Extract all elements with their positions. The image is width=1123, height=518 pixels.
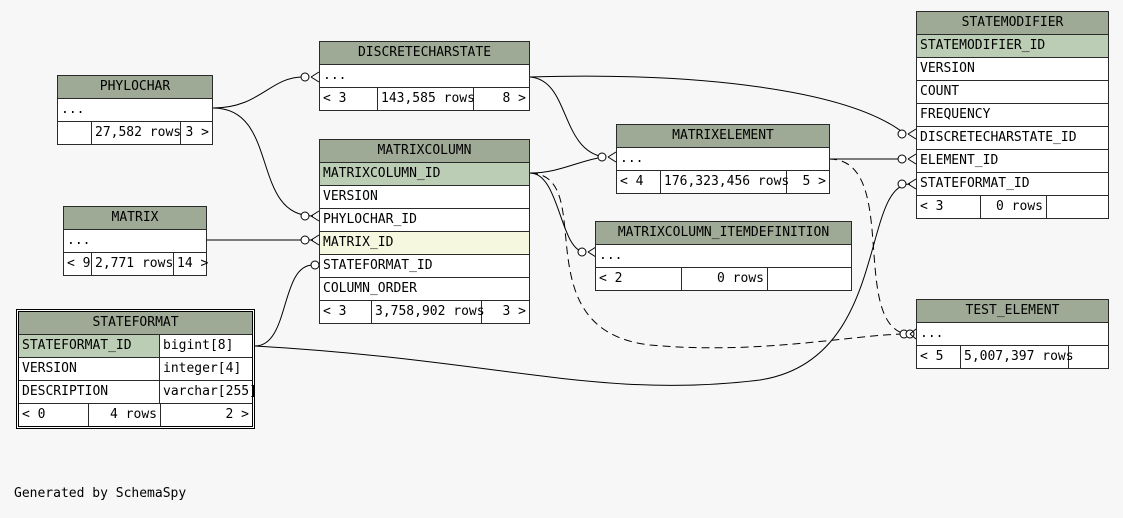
column-type: bigint[8] [159, 335, 396, 357]
generated-by-label: Generated by SchemaSpy [14, 486, 187, 501]
column-row: COLUMN_ORDER [320, 278, 529, 301]
row-count: 2,771 rows [92, 253, 174, 275]
table-title[interactable]: DISCRETECHARSTATE [320, 42, 529, 65]
column-row: MATRIX_ID [320, 232, 529, 255]
row-count: 4 rows [89, 404, 161, 426]
column-row: DISCRETECHARSTATE_ID [917, 127, 1108, 150]
column-row: VERSION [320, 186, 529, 209]
table-footer: < 3 143,585 rows 8 > [320, 88, 529, 110]
table-matrixcolumn-itemdefinition[interactable]: MATRIXCOLUMN_ITEMDEFINITION ... < 2 0 ro… [595, 221, 852, 291]
table-matrixcolumn[interactable]: MATRIXCOLUMN MATRIXCOLUMN_ID VERSION PHY… [319, 139, 530, 324]
row-count: 176,323,456 rows [661, 171, 789, 193]
column-row: VERSION integer[4] [19, 358, 252, 381]
parents-count: < 3 [320, 301, 372, 323]
column-name: VERSION [22, 361, 77, 376]
parents-count: < 9 [64, 253, 92, 275]
table-title[interactable]: MATRIXCOLUMN [320, 140, 529, 163]
column-type: varchar[255] [159, 381, 396, 403]
parents-count: < 2 [596, 268, 682, 290]
row-count: 5,007,397 rows [961, 346, 1074, 368]
children-count: 5 > [802, 174, 826, 189]
children-count: 8 > [502, 91, 526, 106]
children-count: 2 > [225, 407, 249, 422]
row-count: 0 rows [981, 196, 1047, 218]
table-title[interactable]: STATEMODIFIER [917, 12, 1108, 35]
table-discretecharstate[interactable]: DISCRETECHARSTATE ... < 3 143,585 rows 8… [319, 41, 530, 111]
column-row: ... [917, 323, 1108, 346]
table-title[interactable]: TEST_ELEMENT [917, 300, 1108, 323]
column-row: PHYLOCHAR_ID [320, 209, 529, 232]
table-footer: < 9 2,771 rows 14 > [64, 253, 208, 275]
column-name: DESCRIPTION [22, 384, 109, 399]
table-footer: < 2 0 rows [596, 268, 851, 290]
children-count: 3 > [502, 304, 526, 319]
column-row: COUNT [917, 81, 1108, 104]
column-row: ... [320, 65, 529, 88]
column-row: STATEFORMAT_ID [320, 255, 529, 278]
column-row: ... [617, 148, 829, 171]
column-row: VERSION [917, 58, 1108, 81]
parents-count [58, 122, 92, 144]
column-name: STATEFORMAT_ID [22, 338, 132, 353]
row-count: 3,758,902 rows [372, 301, 485, 323]
table-test-element[interactable]: TEST_ELEMENT ... < 5 5,007,397 rows [916, 299, 1109, 369]
parents-count: < 4 [617, 171, 661, 193]
column-row: ... [596, 245, 851, 268]
column-row: STATEFORMAT_ID [917, 173, 1108, 196]
table-stateformat[interactable]: STATEFORMAT STATEFORMAT_ID bigint[8] VER… [16, 309, 257, 429]
table-statemodifier[interactable]: STATEMODIFIER STATEMODIFIER_ID VERSION C… [916, 11, 1109, 219]
column-row: FREQUENCY [917, 104, 1108, 127]
table-title[interactable]: STATEFORMAT [19, 312, 252, 335]
table-matrixelement[interactable]: MATRIXELEMENT ... < 4 176,323,456 rows 5… [616, 124, 830, 194]
parents-count: < 5 [917, 346, 961, 368]
row-count: 143,585 rows [378, 88, 475, 110]
children-count: 14 > [177, 256, 209, 271]
column-row: DESCRIPTION varchar[255] [19, 381, 257, 404]
table-title[interactable]: PHYLOCHAR [58, 76, 212, 99]
column-row: ... [64, 230, 206, 253]
table-footer: 27,582 rows 3 > [58, 122, 212, 144]
column-row: ELEMENT_ID [917, 150, 1108, 173]
row-count: 27,582 rows [92, 122, 181, 144]
table-title[interactable]: MATRIXELEMENT [617, 125, 829, 148]
parents-count: < 0 [19, 404, 89, 426]
table-footer: < 3 3,758,902 rows 3 > [320, 301, 529, 323]
parents-count: < 3 [320, 88, 378, 110]
children-count: 3 > [185, 125, 209, 140]
table-footer: < 3 0 rows [917, 196, 1108, 218]
table-matrix[interactable]: MATRIX ... < 9 2,771 rows 14 > [63, 206, 208, 276]
column-row: STATEMODIFIER_ID [917, 35, 1108, 58]
row-count: 0 rows [682, 268, 768, 290]
children-count [1069, 346, 1108, 368]
table-title[interactable]: MATRIX [64, 207, 206, 230]
column-row: STATEFORMAT_ID bigint[8] [19, 335, 252, 358]
table-footer: < 5 5,007,397 rows [917, 346, 1108, 368]
column-row: ... [58, 99, 212, 122]
table-footer: < 4 176,323,456 rows 5 > [617, 171, 829, 193]
table-footer: < 0 4 rows 2 > [19, 404, 252, 426]
table-phylochar[interactable]: PHYLOCHAR ... 27,582 rows 3 > [57, 75, 213, 145]
children-count [768, 268, 851, 290]
column-row: MATRIXCOLUMN_ID [320, 163, 529, 186]
table-title[interactable]: MATRIXCOLUMN_ITEMDEFINITION [596, 222, 851, 245]
column-type: integer[4] [159, 358, 396, 380]
parents-count: < 3 [917, 196, 981, 218]
children-count [1047, 196, 1108, 218]
